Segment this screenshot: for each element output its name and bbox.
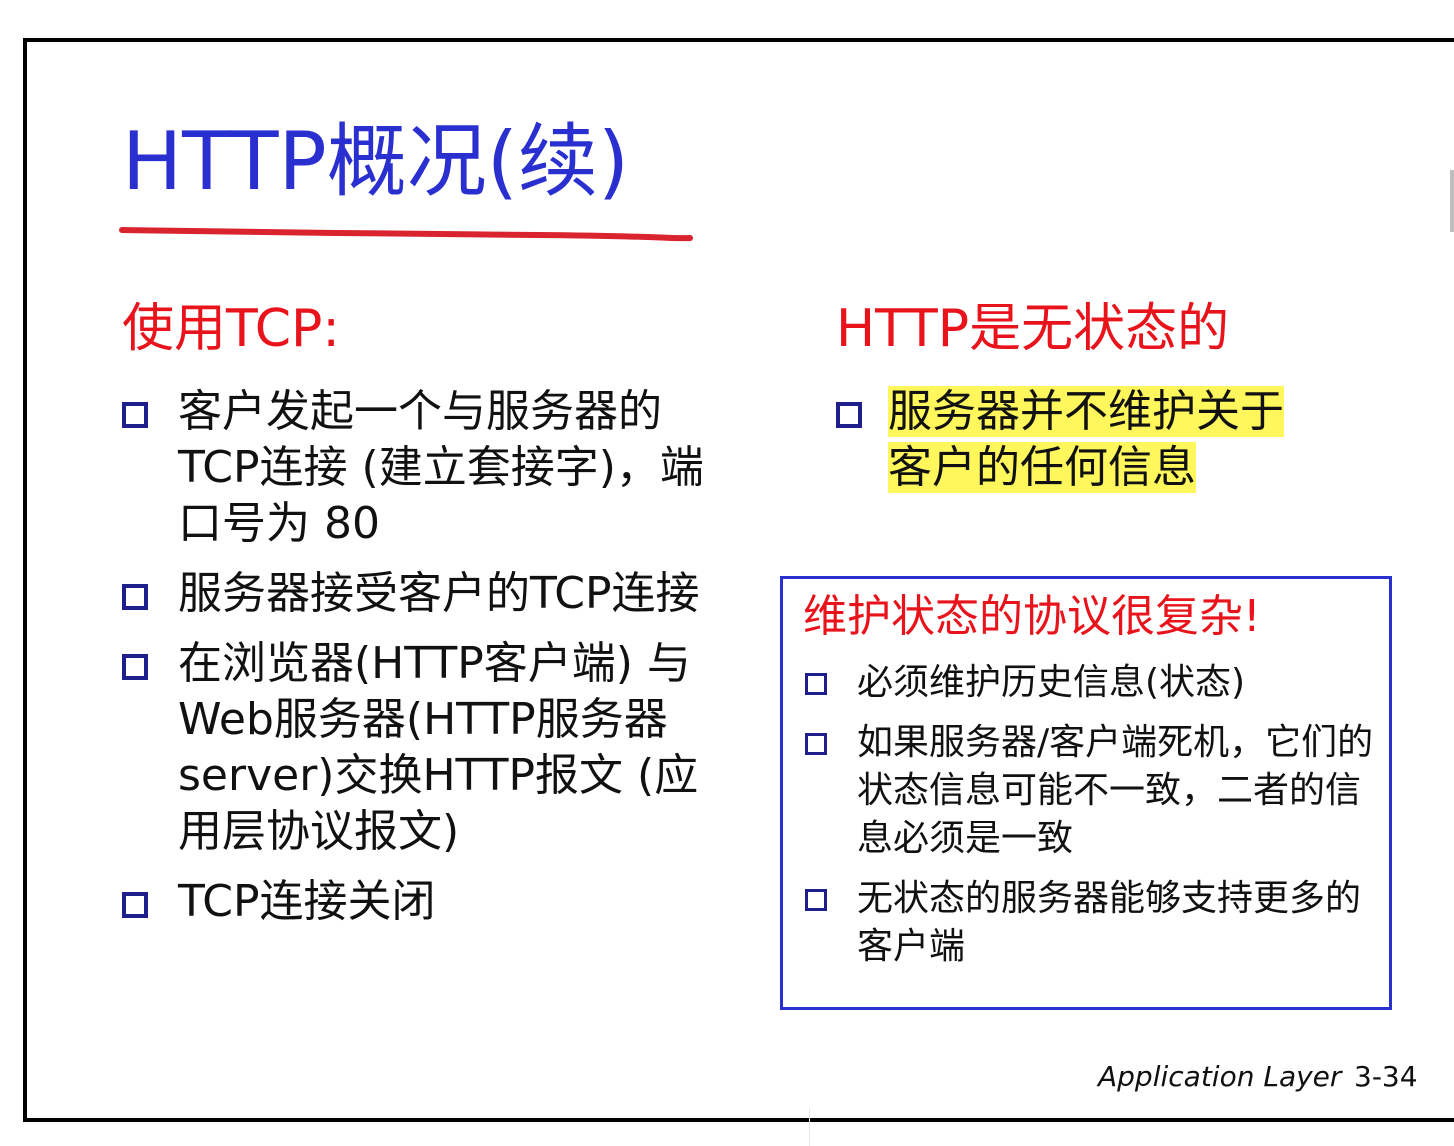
slide-title: HTTP概况(续): [122, 115, 630, 208]
list-item: 客户发起一个与服务器的TCP连接 (建立套接字)，端口号为 80: [122, 384, 722, 552]
square-bullet-icon: [122, 402, 148, 428]
square-bullet-icon: [805, 673, 827, 695]
right-bullet-list: 服务器并不维护关于客户的任何信息: [836, 384, 1306, 496]
scrollbar-thumb[interactable]: [1450, 170, 1454, 232]
stateful-protocol-box: 维护状态的协议很复杂! 必须维护历史信息(状态) 如果服务器/客户端死机，它们的…: [780, 576, 1392, 1010]
left-bullet-list: 客户发起一个与服务器的TCP连接 (建立套接字)，端口号为 80 服务器接受客户…: [122, 384, 722, 944]
square-bullet-icon: [805, 733, 827, 755]
square-bullet-icon: [122, 584, 148, 610]
square-bullet-icon: [122, 654, 148, 680]
square-bullet-icon: [122, 892, 148, 918]
left-heading: 使用TCP:: [122, 299, 340, 359]
list-item: 服务器接受客户的TCP连接: [122, 566, 722, 622]
slide-frame: [23, 38, 1454, 1122]
divider: [809, 1108, 810, 1146]
list-item: TCP连接关闭: [122, 874, 722, 930]
right-heading: HTTP是无状态的: [836, 299, 1230, 359]
footer-section-label: Application Layer: [1098, 1060, 1342, 1093]
list-item: 在浏览器(HTTP客户端) 与 Web服务器(HTTP服务器 server)交换…: [122, 636, 722, 860]
list-item: 如果服务器/客户端死机，它们的状态信息可能不一致，二者的信息必须是一致: [805, 719, 1375, 863]
square-bullet-icon: [836, 402, 862, 428]
title-underline: [119, 227, 693, 242]
square-bullet-icon: [805, 889, 827, 911]
list-item: 必须维护历史信息(状态): [805, 659, 1375, 707]
list-item: 服务器并不维护关于客户的任何信息: [836, 384, 1306, 496]
footer-page-number: 3-34: [1354, 1060, 1418, 1093]
highlighted-text: 服务器并不维护关于客户的任何信息: [888, 386, 1284, 493]
box-bullet-list: 必须维护历史信息(状态) 如果服务器/客户端死机，它们的状态信息可能不一致，二者…: [805, 659, 1375, 983]
list-item: 无状态的服务器能够支持更多的客户端: [805, 875, 1375, 971]
box-heading: 维护状态的协议很复杂!: [803, 591, 1261, 642]
